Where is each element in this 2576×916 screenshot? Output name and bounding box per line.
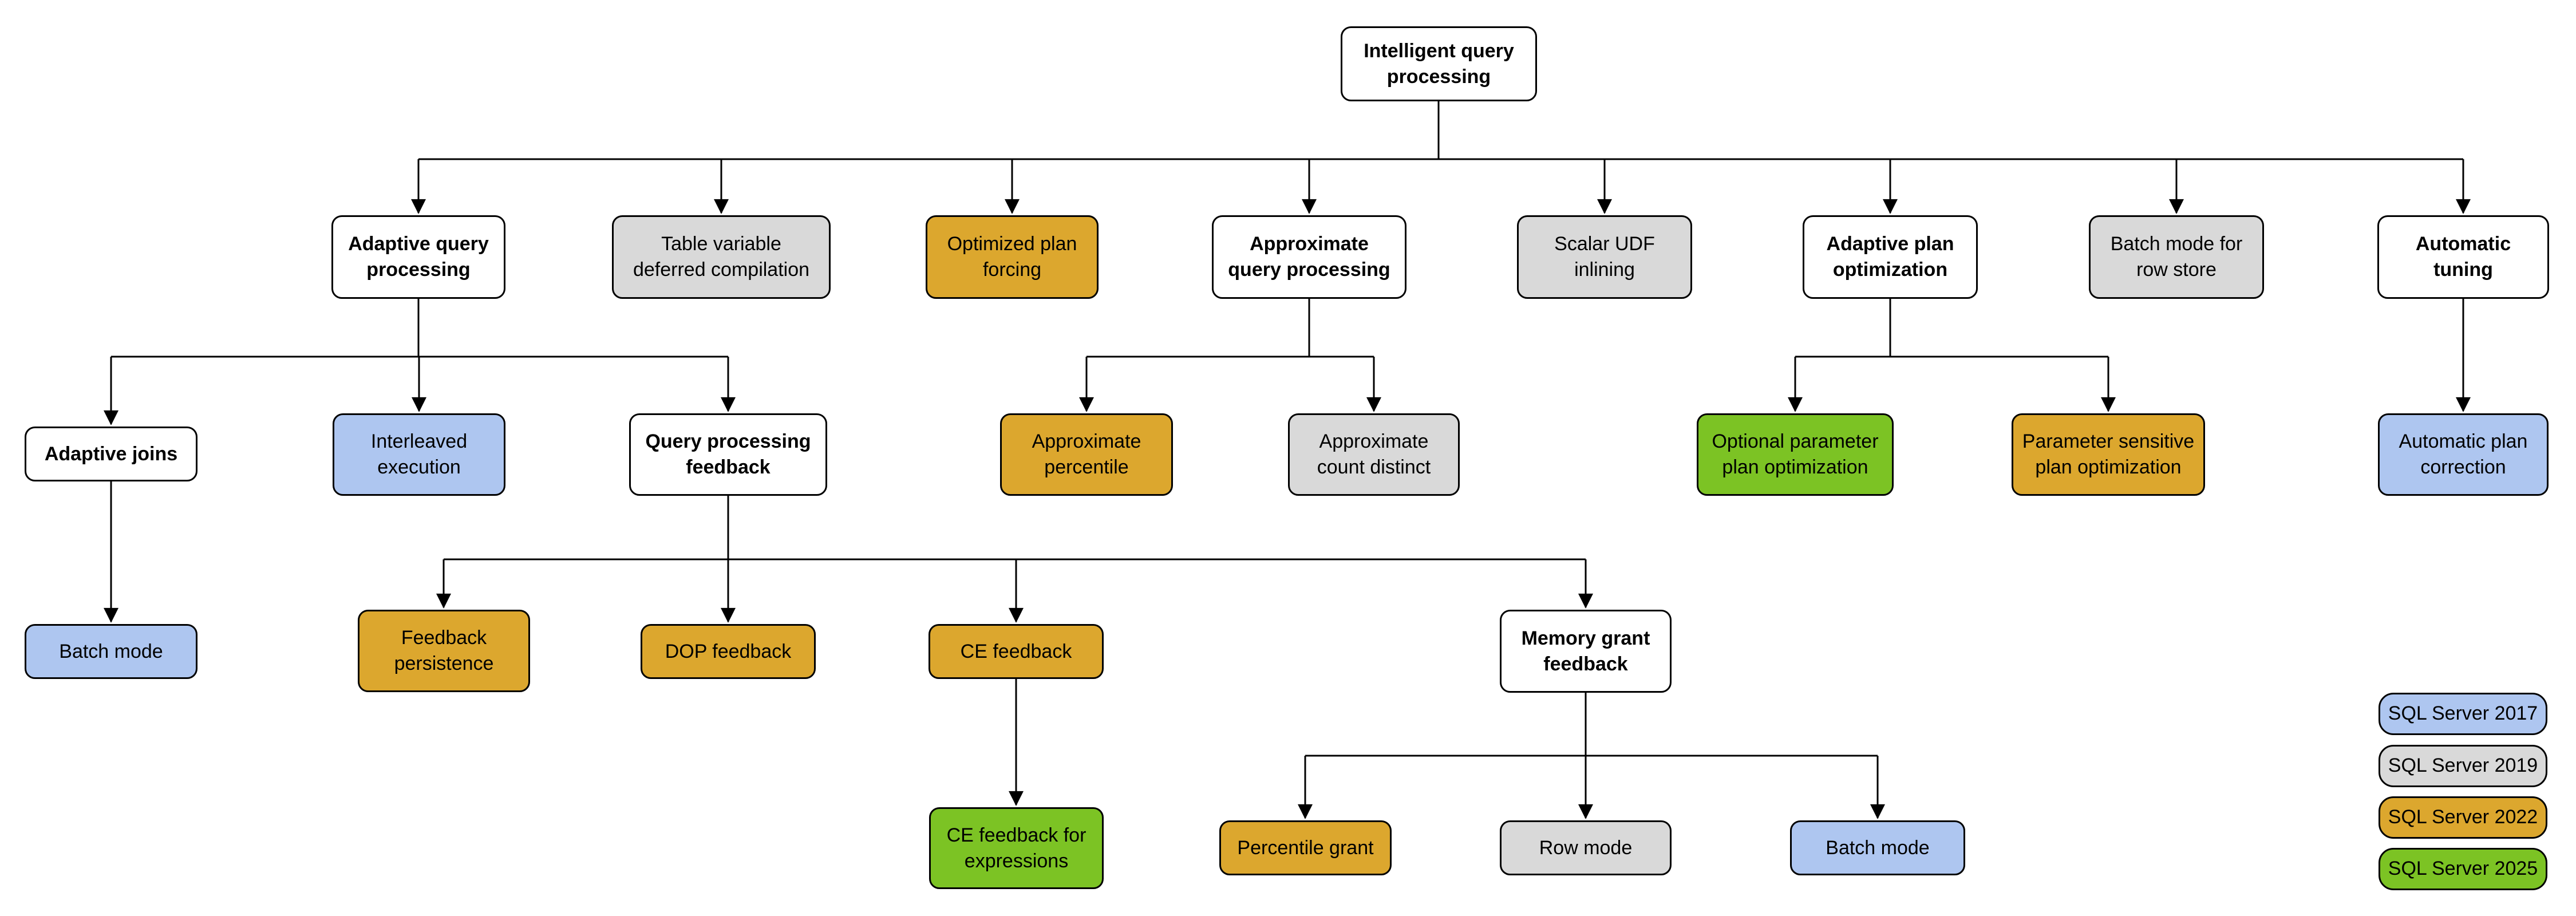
node-batch-mode: Batch mode — [25, 624, 197, 679]
legend-sql-server-2022: SQL Server 2022 — [2379, 796, 2547, 839]
node-label: Memory grant feedback — [1521, 627, 1650, 675]
node-ce-feedback: CE feedback — [929, 624, 1104, 679]
node-dop-feedback: DOP feedback — [641, 624, 816, 679]
node-approximate-count-distinct: Approximate count distinct — [1288, 413, 1460, 496]
node-table-variable-deferred-compilation: Table variable deferred compilation — [612, 215, 831, 299]
node-interleaved-execution: Interleaved execution — [333, 413, 505, 496]
legend-label: SQL Server 2017 — [2388, 702, 2538, 725]
node-automatic-plan-correction: Automatic plan correction — [2378, 413, 2549, 496]
node-label: Approximate query processing — [1228, 233, 1390, 281]
node-optimized-plan-forcing: Optimized plan forcing — [926, 215, 1099, 299]
legend-sql-server-2019: SQL Server 2019 — [2379, 745, 2547, 787]
node-ce-feedback-for-expressions: CE feedback for expressions — [929, 807, 1104, 889]
node-intelligent-query-processing: Intelligent query processing — [1341, 26, 1537, 101]
node-optional-parameter-plan-optimization: Optional parameter plan optimization — [1697, 413, 1894, 496]
legend-sql-server-2017: SQL Server 2017 — [2379, 693, 2547, 735]
legend-label: SQL Server 2022 — [2388, 806, 2538, 828]
node-label: Percentile grant — [1237, 836, 1374, 859]
node-label: Row mode — [1539, 836, 1633, 859]
node-parameter-sensitive-plan-optimization: Parameter sensitive plan optimization — [2012, 413, 2205, 496]
node-memory-grant-feedback: Memory grant feedback — [1500, 610, 1672, 693]
connector-group — [104, 101, 2471, 819]
node-label: Adaptive joins — [44, 443, 178, 465]
legend-label: SQL Server 2019 — [2388, 755, 2538, 777]
node-automatic-tuning: Automatic tuning — [2377, 215, 2549, 299]
node-label: Feedback persistence — [394, 627, 494, 674]
node-label: Adaptive query processing — [348, 233, 489, 281]
node-label: Approximate percentile — [1032, 431, 1141, 478]
node-adaptive-plan-optimization: Adaptive plan optimization — [1803, 215, 1978, 299]
node-feedback-persistence: Feedback persistence — [358, 610, 530, 692]
node-percentile-grant: Percentile grant — [1219, 820, 1392, 875]
node-label: Batch mode — [59, 640, 163, 662]
node-adaptive-joins: Adaptive joins — [25, 427, 197, 481]
legend-label: SQL Server 2025 — [2388, 858, 2538, 880]
node-label: Adaptive plan optimization — [1826, 233, 1954, 281]
node-row-mode: Row mode — [1500, 820, 1672, 875]
node-label: Interleaved execution — [370, 431, 468, 478]
node-label: Optimized plan forcing — [947, 233, 1077, 281]
node-batch-mode-for-row-store: Batch mode for row store — [2089, 215, 2264, 299]
node-label: Approximate count distinct — [1317, 431, 1431, 478]
node-label: Batch mode for row store — [2110, 233, 2243, 281]
node-label: Parameter sensitive plan optimization — [2022, 431, 2195, 478]
node-label: CE feedback — [960, 640, 1072, 662]
node-scalar-udf-inlining: Scalar UDF inlining — [1517, 215, 1692, 299]
node-label: Intelligent query processing — [1364, 40, 1514, 88]
node-label: Automatic tuning — [2415, 233, 2511, 281]
node-label: Table variable deferred compilation — [633, 233, 810, 281]
node-adaptive-query-processing: Adaptive query processing — [331, 215, 505, 299]
node-label: DOP feedback — [665, 640, 792, 662]
node-label: Scalar UDF inlining — [1554, 233, 1655, 281]
node-label: Query processing feedback — [645, 431, 811, 478]
node-label: CE feedback for expressions — [946, 824, 1086, 872]
node-query-processing-feedback: Query processing feedback — [629, 413, 827, 496]
node-label: Optional parameter plan optimization — [1712, 431, 1879, 478]
node-label: Batch mode — [1826, 836, 1930, 859]
node-label: Automatic plan correction — [2399, 431, 2528, 478]
node-approximate-query-processing: Approximate query processing — [1212, 215, 1406, 299]
node-batch-mode-2: Batch mode — [1790, 820, 1965, 875]
node-approximate-percentile: Approximate percentile — [1000, 413, 1173, 496]
legend-sql-server-2025: SQL Server 2025 — [2379, 848, 2547, 890]
